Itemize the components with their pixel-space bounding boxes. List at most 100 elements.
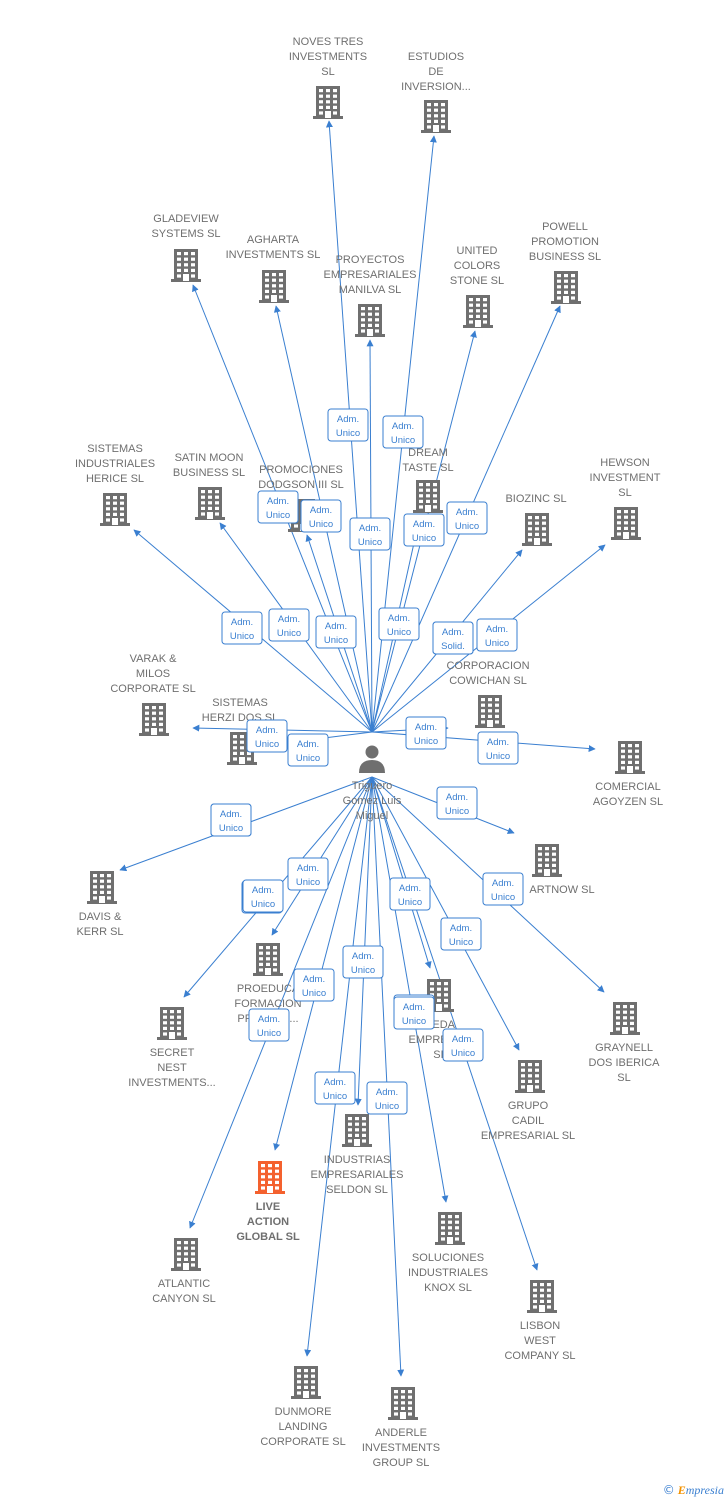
building-icon (171, 1238, 201, 1271)
relation-badge[interactable]: Adm.Unico (248, 1008, 290, 1042)
relation-badge[interactable]: Adm.Unico (382, 415, 424, 449)
relation-label: Unico (255, 739, 279, 750)
relation-badge[interactable]: Adm.Unico (440, 917, 482, 951)
relation-badge[interactable]: Adm.Unico (477, 731, 519, 765)
company-name-line: AGOYZEN SL (593, 796, 663, 808)
company-name-line: INVESTMENTS (362, 1442, 440, 1454)
relation-badge[interactable]: Adm.Unico (314, 1071, 356, 1105)
relation-badge[interactable]: Adm.Unico (482, 872, 524, 906)
relation-badge[interactable]: Adm.Unico (268, 608, 310, 642)
building-icon (388, 1387, 418, 1420)
relation-label: Adm. (325, 621, 347, 632)
relation-badge[interactable]: Adm.Unico (242, 879, 284, 913)
relation-badge[interactable]: Adm.Unico (446, 501, 488, 535)
company-name-line: GROUP SL (373, 1457, 430, 1469)
relation-label: Solid. (441, 641, 465, 652)
relation-label: Unico (387, 627, 411, 638)
relation-label: Adm. (492, 878, 514, 889)
center-name-line: Gomez Luis (343, 795, 402, 807)
relation-badge[interactable]: Adm. Unico (315, 615, 357, 649)
company-node-biozinc[interactable]: BIOZINC SL (505, 493, 567, 546)
relation-badge[interactable]: Adm.Unico (349, 517, 391, 551)
relation-badge[interactable]: Adm.Unico (293, 968, 335, 1002)
relation-badge[interactable]: Adm.Unico (403, 513, 445, 547)
relation-badge[interactable]: Adm.Unico (287, 857, 329, 891)
company-name-line: TASTE SL (402, 462, 453, 474)
relation-badge[interactable]: Adm.Unico (257, 490, 299, 524)
relation-badge[interactable]: Adm. Unico (246, 719, 288, 753)
company-name-line: EMPRESARIAL SL (481, 1130, 575, 1142)
company-name-line: ARTNOW SL (529, 884, 594, 896)
relation-label: Adm. (256, 725, 278, 736)
relation-edge (304, 776, 373, 1357)
building-icon (157, 1007, 187, 1040)
relation-badge[interactable]: Adm.Solid. (432, 621, 474, 655)
company-name-line: GRAYNELL (595, 1042, 653, 1054)
company-node-davis[interactable]: DAVIS &KERR SL (76, 871, 124, 938)
company-name-line: LANDING (279, 1421, 328, 1433)
relation-badge[interactable]: Adm.Unico (342, 945, 384, 979)
relation-badge[interactable]: Adm.Unico (389, 877, 431, 911)
relation-badge[interactable]: Adm.Unico (476, 618, 518, 652)
relation-badge[interactable]: Adm.Unico (366, 1081, 408, 1115)
relation-badge[interactable]: Adm.Unico (300, 499, 342, 533)
company-name-line: LIVE (256, 1201, 280, 1213)
company-node-estudios[interactable]: ESTUDIOSDEINVERSION... (401, 51, 471, 133)
relation-badge[interactable]: Adm. Unico (378, 607, 420, 641)
relation-badge[interactable]: Adm.Unico (327, 408, 369, 442)
building-icon (259, 270, 289, 303)
relation-badge[interactable]: Adm.Unico (405, 716, 447, 750)
company-name-line: KERR SL (76, 926, 123, 938)
relation-label: Unico (486, 751, 510, 762)
company-name-line: VARAK & (130, 653, 178, 665)
company-name-line: DODGSON III SL (258, 479, 344, 491)
relation-badge[interactable]: Adm.Unico (393, 996, 435, 1030)
relation-label: Adm. (220, 809, 242, 820)
company-node-artnow[interactable]: ARTNOW SL (529, 844, 595, 896)
relation-edge (371, 776, 520, 1051)
relation-badge[interactable]: Adm.Unico (210, 803, 252, 837)
relation-label: Adm. (388, 613, 410, 624)
relation-label: Unico (324, 635, 348, 646)
company-name-line: CORPORACION (446, 660, 529, 672)
relation-label: Adm. (450, 923, 472, 934)
relation-badge[interactable]: Adm.Unico (287, 733, 329, 767)
relation-label: Adm. (403, 1002, 425, 1013)
relation-label: Adm. (337, 414, 359, 425)
relation-badge[interactable]: Adm.Unico (436, 786, 478, 820)
relation-badge[interactable]: Adm.Unico (442, 1028, 484, 1062)
company-name-line: SOLUCIONES (412, 1252, 484, 1264)
relation-label: Unico (309, 519, 333, 530)
relation-label: Adm. (278, 614, 300, 625)
relation-badge[interactable]: Adm.Unico (221, 611, 263, 645)
relation-label: Adm. (413, 519, 435, 530)
relation-label: Unico (296, 753, 320, 764)
relation-label: Adm. (352, 951, 374, 962)
building-icon (551, 271, 581, 304)
company-name-line: STONE SL (450, 275, 504, 287)
company-node-secret[interactable]: SECRETNESTINVESTMENTS... (128, 1007, 216, 1089)
